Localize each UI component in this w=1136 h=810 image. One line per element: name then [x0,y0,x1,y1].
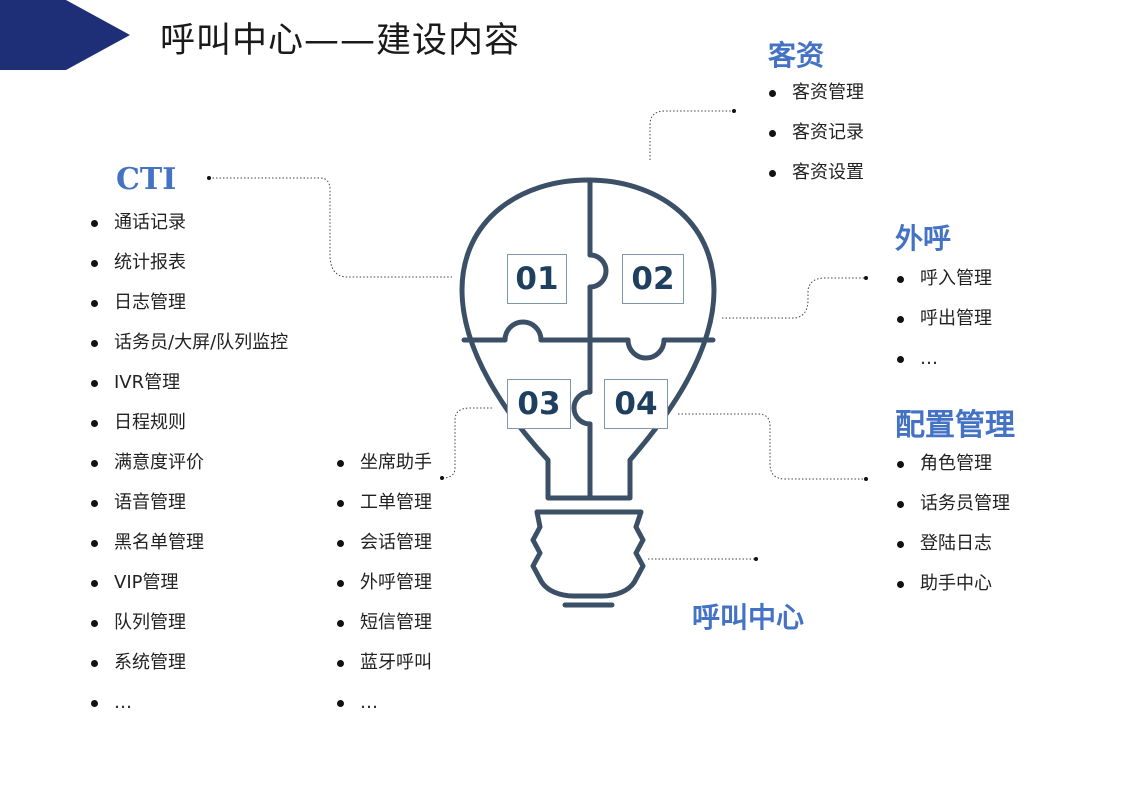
list-item: 坐席助手 [337,443,432,483]
lightbulb-icon [459,177,717,608]
list-item: 客资设置 [769,153,864,193]
call-center-label: 呼叫中心 [692,601,805,634]
list-item: 客资管理 [769,73,864,113]
connector-dots [207,109,868,561]
list-item: 蓝牙呼叫 [337,643,432,683]
list-item: 话务员/大屏/队列监控 [91,323,288,363]
kezi-heading: 客资 [768,39,825,72]
cti-heading: CTI [116,162,177,197]
list-item: 日程规则 [91,403,288,443]
list-item: 呼出管理 [897,299,992,339]
cti-list: 通话记录 统计报表 日志管理 话务员/大屏/队列监控 IVR管理 日程规则 满意… [91,203,288,723]
page-title: 呼叫中心——建设内容 [160,21,521,61]
list-item: 队列管理 [91,603,288,643]
list-item: IVR管理 [91,363,288,403]
list-item: 外呼管理 [337,563,432,603]
list-item: 登陆日志 [897,524,1010,564]
title-banner [0,0,130,70]
list-item: 语音管理 [91,483,288,523]
list-item: 系统管理 [91,643,288,683]
kezi-list: 客资管理 客资记录 客资设置 [769,73,864,193]
middle-list: 坐席助手 工单管理 会话管理 外呼管理 短信管理 蓝牙呼叫 … [337,443,432,723]
number-box-04: 04 [604,379,668,429]
list-item: 工单管理 [337,483,432,523]
list-item: 呼入管理 [897,259,992,299]
waihu-heading: 外呼 [895,222,952,255]
waihu-list: 呼入管理 呼出管理 … [897,259,992,379]
list-item: 统计报表 [91,243,288,283]
list-item: … [897,339,992,379]
number-box-03: 03 [507,379,571,429]
list-item: 短信管理 [337,603,432,643]
list-item: 客资记录 [769,113,864,153]
list-item: 会话管理 [337,523,432,563]
list-item: 黑名单管理 [91,523,288,563]
list-item: … [91,683,288,723]
list-item: 通话记录 [91,203,288,243]
number-box-01: 01 [507,254,567,304]
list-item: … [337,683,432,723]
peizhi-list: 角色管理 话务员管理 登陆日志 助手中心 [897,444,1010,604]
list-item: 满意度评价 [91,443,288,483]
list-item: 话务员管理 [897,484,1010,524]
peizhi-heading: 配置管理 [895,408,1015,443]
list-item: 日志管理 [91,283,288,323]
number-box-02: 02 [622,254,684,304]
connector-lines [209,110,866,560]
list-item: VIP管理 [91,563,288,603]
list-item: 助手中心 [897,564,1010,604]
list-item: 角色管理 [897,444,1010,484]
